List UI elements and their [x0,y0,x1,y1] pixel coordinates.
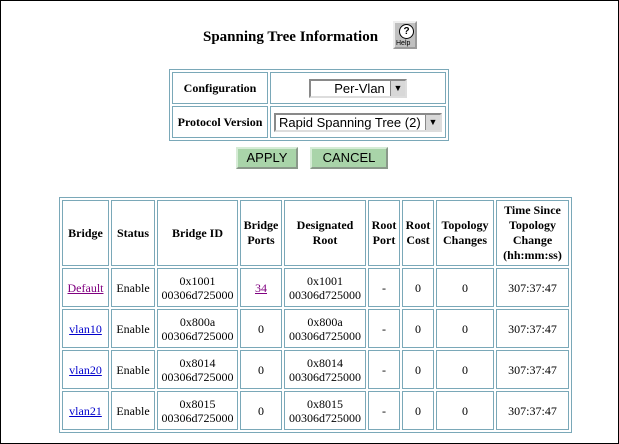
bridge-ports-cell: 0 [240,309,282,348]
chevron-down-icon[interactable]: ▼ [425,114,440,130]
col-bridge: Bridge [62,200,109,266]
bridge-ports-cell: 0 [240,350,282,389]
designated-root-mac: 00306d725000 [289,410,361,425]
bridge-link[interactable]: vlan10 [69,321,102,336]
bridge-id-mac: 00306d725000 [161,287,234,302]
status-cell: Enable [111,309,155,348]
chevron-down-icon[interactable]: ▼ [390,80,405,96]
designated-root-priority: 0x8014 [307,355,343,370]
col-bridge-id: Bridge ID [157,200,238,266]
designated-root-mac: 00306d725000 [289,369,361,384]
bridge-ports-link[interactable]: 34 [255,280,267,295]
time-since-change-cell: 307:37:47 [496,350,569,389]
designated-root-priority: 0x1001 [307,273,343,288]
bridge-id-priority: 0x8014 [179,355,216,370]
col-designated-root: Designated Root [284,200,366,266]
root-port-cell: - [368,350,400,389]
protocol-version-value: Rapid Spanning Tree (2) [279,114,421,130]
configuration-value: Per-Vlan [334,80,385,96]
apply-button[interactable]: APPLY [236,147,298,169]
status-cell: Enable [111,268,155,307]
root-cost-cell: 0 [402,391,434,430]
bridge-id-priority: 0x800a [179,314,216,329]
bridge-link[interactable]: vlan21 [69,403,102,418]
configuration-select[interactable]: Per-Vlan ▼ [309,78,407,98]
title-row: Spanning Tree Information ? Help [1,19,618,53]
status-cell: Enable [111,350,155,389]
bridge-cell: vlan20 [62,350,109,389]
page-title: Spanning Tree Information [203,29,379,45]
designated-root-priority: 0x8015 [307,396,343,411]
configuration-cell: Per-Vlan ▼ [270,72,446,104]
bridge-ports-cell: 0 [240,391,282,430]
table-header-row: Bridge Status Bridge ID Bridge Ports Des… [62,200,569,266]
col-time-since-change: Time Since Topology Change (hh:mm:ss) [496,200,569,266]
root-cost-cell: 0 [402,350,434,389]
help-button[interactable]: ? Help [393,21,417,49]
bridge-id-mac: 00306d725000 [161,410,234,425]
help-icon-label: Help [396,40,411,47]
designated-root-mac: 00306d725000 [289,287,361,302]
root-port-cell: - [368,268,400,307]
configuration-label: Configuration [172,72,268,104]
col-bridge-ports: Bridge Ports [240,200,282,266]
time-since-change-cell: 307:37:47 [496,309,569,348]
root-port-cell: - [368,391,400,430]
spanning-tree-table: Bridge Status Bridge ID Bridge Ports Des… [59,197,572,433]
root-port-cell: - [368,309,400,348]
bridge-ports-cell: 34 [240,268,282,307]
col-root-port: Root Port [368,200,400,266]
bridge-cell: vlan21 [62,391,109,430]
col-topology-changes: Topology Changes [436,200,494,266]
bridge-cell: vlan10 [62,309,109,348]
protocol-version-cell: Rapid Spanning Tree (2) ▼ [270,106,446,138]
topology-changes-cell: 0 [436,391,494,430]
bridge-cell: Default [62,268,109,307]
bridge-id-mac: 00306d725000 [161,369,234,384]
bridge-id-priority: 0x8015 [179,396,216,411]
col-status: Status [111,200,155,266]
col-root-cost: Root Cost [402,200,434,266]
config-table: Configuration Per-Vlan ▼ Protocol Versio… [169,69,449,141]
topology-changes-cell: 0 [436,350,494,389]
time-since-change-cell: 307:37:47 [496,268,569,307]
topology-changes-cell: 0 [436,309,494,348]
bridge-link[interactable]: Default [67,280,104,295]
topology-changes-cell: 0 [436,268,494,307]
protocol-version-label: Protocol Version [172,106,268,138]
bridge-id-mac: 00306d725000 [161,328,234,343]
cancel-button[interactable]: CANCEL [310,147,388,169]
root-cost-cell: 0 [402,268,434,307]
bridge-link[interactable]: vlan20 [69,362,102,377]
status-cell: Enable [111,391,155,430]
root-cost-cell: 0 [402,309,434,348]
bridge-id-priority: 0x1001 [179,273,216,288]
help-icon: ? [399,24,414,39]
protocol-version-select[interactable]: Rapid Spanning Tree (2) ▼ [274,112,442,132]
time-since-change-cell: 307:37:47 [496,391,569,430]
designated-root-mac: 00306d725000 [289,328,361,343]
designated-root-priority: 0x800a [307,314,343,329]
